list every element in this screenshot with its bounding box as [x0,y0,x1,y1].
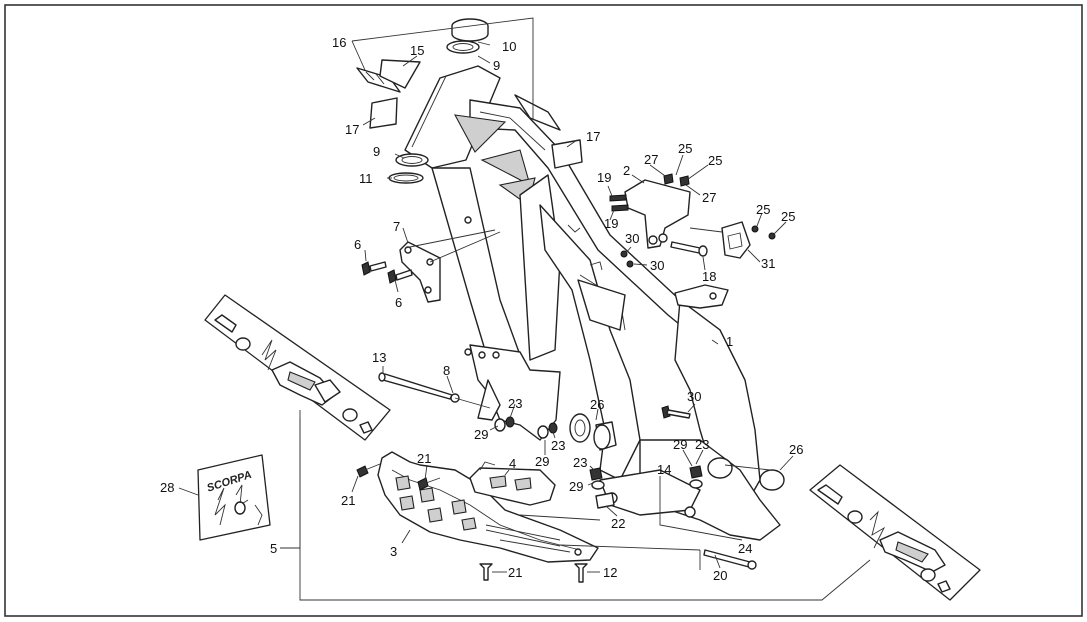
callout-9a: 9 [373,144,380,159]
callout-21c: 21 [508,565,522,580]
callout-17b: 17 [586,129,600,144]
callout-19a: 19 [597,170,611,185]
skid-plate [377,451,701,570]
spring-kit [197,454,271,541]
callout-24: 24 [738,541,752,556]
left-footpeg-kit [204,294,391,441]
callout-23c: 23 [573,455,587,470]
callout-29d: 29 [673,437,687,452]
callout-22: 22 [611,516,625,531]
callout-25b: 25 [708,153,722,168]
callout-29b: 29 [535,454,549,469]
callout-1: 1 [726,334,733,349]
callout-6a: 6 [354,237,361,252]
callout-8: 8 [443,363,450,378]
callout-16: 16 [332,35,346,50]
callout-31: 31 [761,256,775,271]
callout-20: 20 [713,568,727,583]
callout-12: 12 [603,565,617,580]
callout-21b: 21 [341,493,355,508]
callout-30c: 30 [650,258,664,273]
callout-6b: 6 [395,295,402,310]
callout-23a: 23 [508,396,522,411]
callout-17a: 17 [345,122,359,137]
callout-10: 10 [502,39,516,54]
screws [356,463,757,583]
stickers [356,59,583,169]
callout-23b: 23 [551,438,565,453]
brand-logo-text: SCORPA [206,469,254,495]
callout-3: 3 [390,544,397,559]
chain-guide [469,461,556,506]
callout-26b: 26 [789,442,803,457]
callout-26a: 26 [590,397,604,412]
right-footpeg-kit [809,464,981,601]
callout-15: 15 [410,43,424,58]
callout-14: 14 [657,462,671,477]
callout-27b: 27 [702,190,716,205]
callout-7: 7 [393,219,400,234]
callout-4: 4 [509,456,516,471]
callout-30a: 30 [687,389,701,404]
long-bolt [378,372,491,409]
callout-25c: 25 [756,202,770,217]
callout-25a: 25 [678,141,692,156]
callout-2: 2 [623,163,630,178]
callout-19b: 19 [604,216,618,231]
callout-labels: 1 2 3 4 5 6 6 7 8 9 9 10 11 12 13 14 15 … [160,35,803,583]
callout-30b: 30 [625,231,639,246]
leader-lines [178,17,871,601]
callout-9b: 9 [493,58,500,73]
callout-11: 11 [359,171,373,186]
callout-5: 5 [270,541,277,556]
nuts-washers [494,405,703,490]
callout-29a: 29 [474,427,488,442]
rear-bracket [609,173,776,268]
mounting-plate [361,229,501,303]
callout-29c: 29 [569,479,583,494]
callout-25d: 25 [781,209,795,224]
callout-23d: 23 [695,437,709,452]
callout-18: 18 [702,269,716,284]
callout-13: 13 [372,350,386,365]
diagram-border [4,4,1083,617]
callout-21a: 21 [417,451,431,466]
bushings [569,413,785,491]
callout-28: 28 [160,480,174,495]
callout-27a: 27 [644,152,658,167]
